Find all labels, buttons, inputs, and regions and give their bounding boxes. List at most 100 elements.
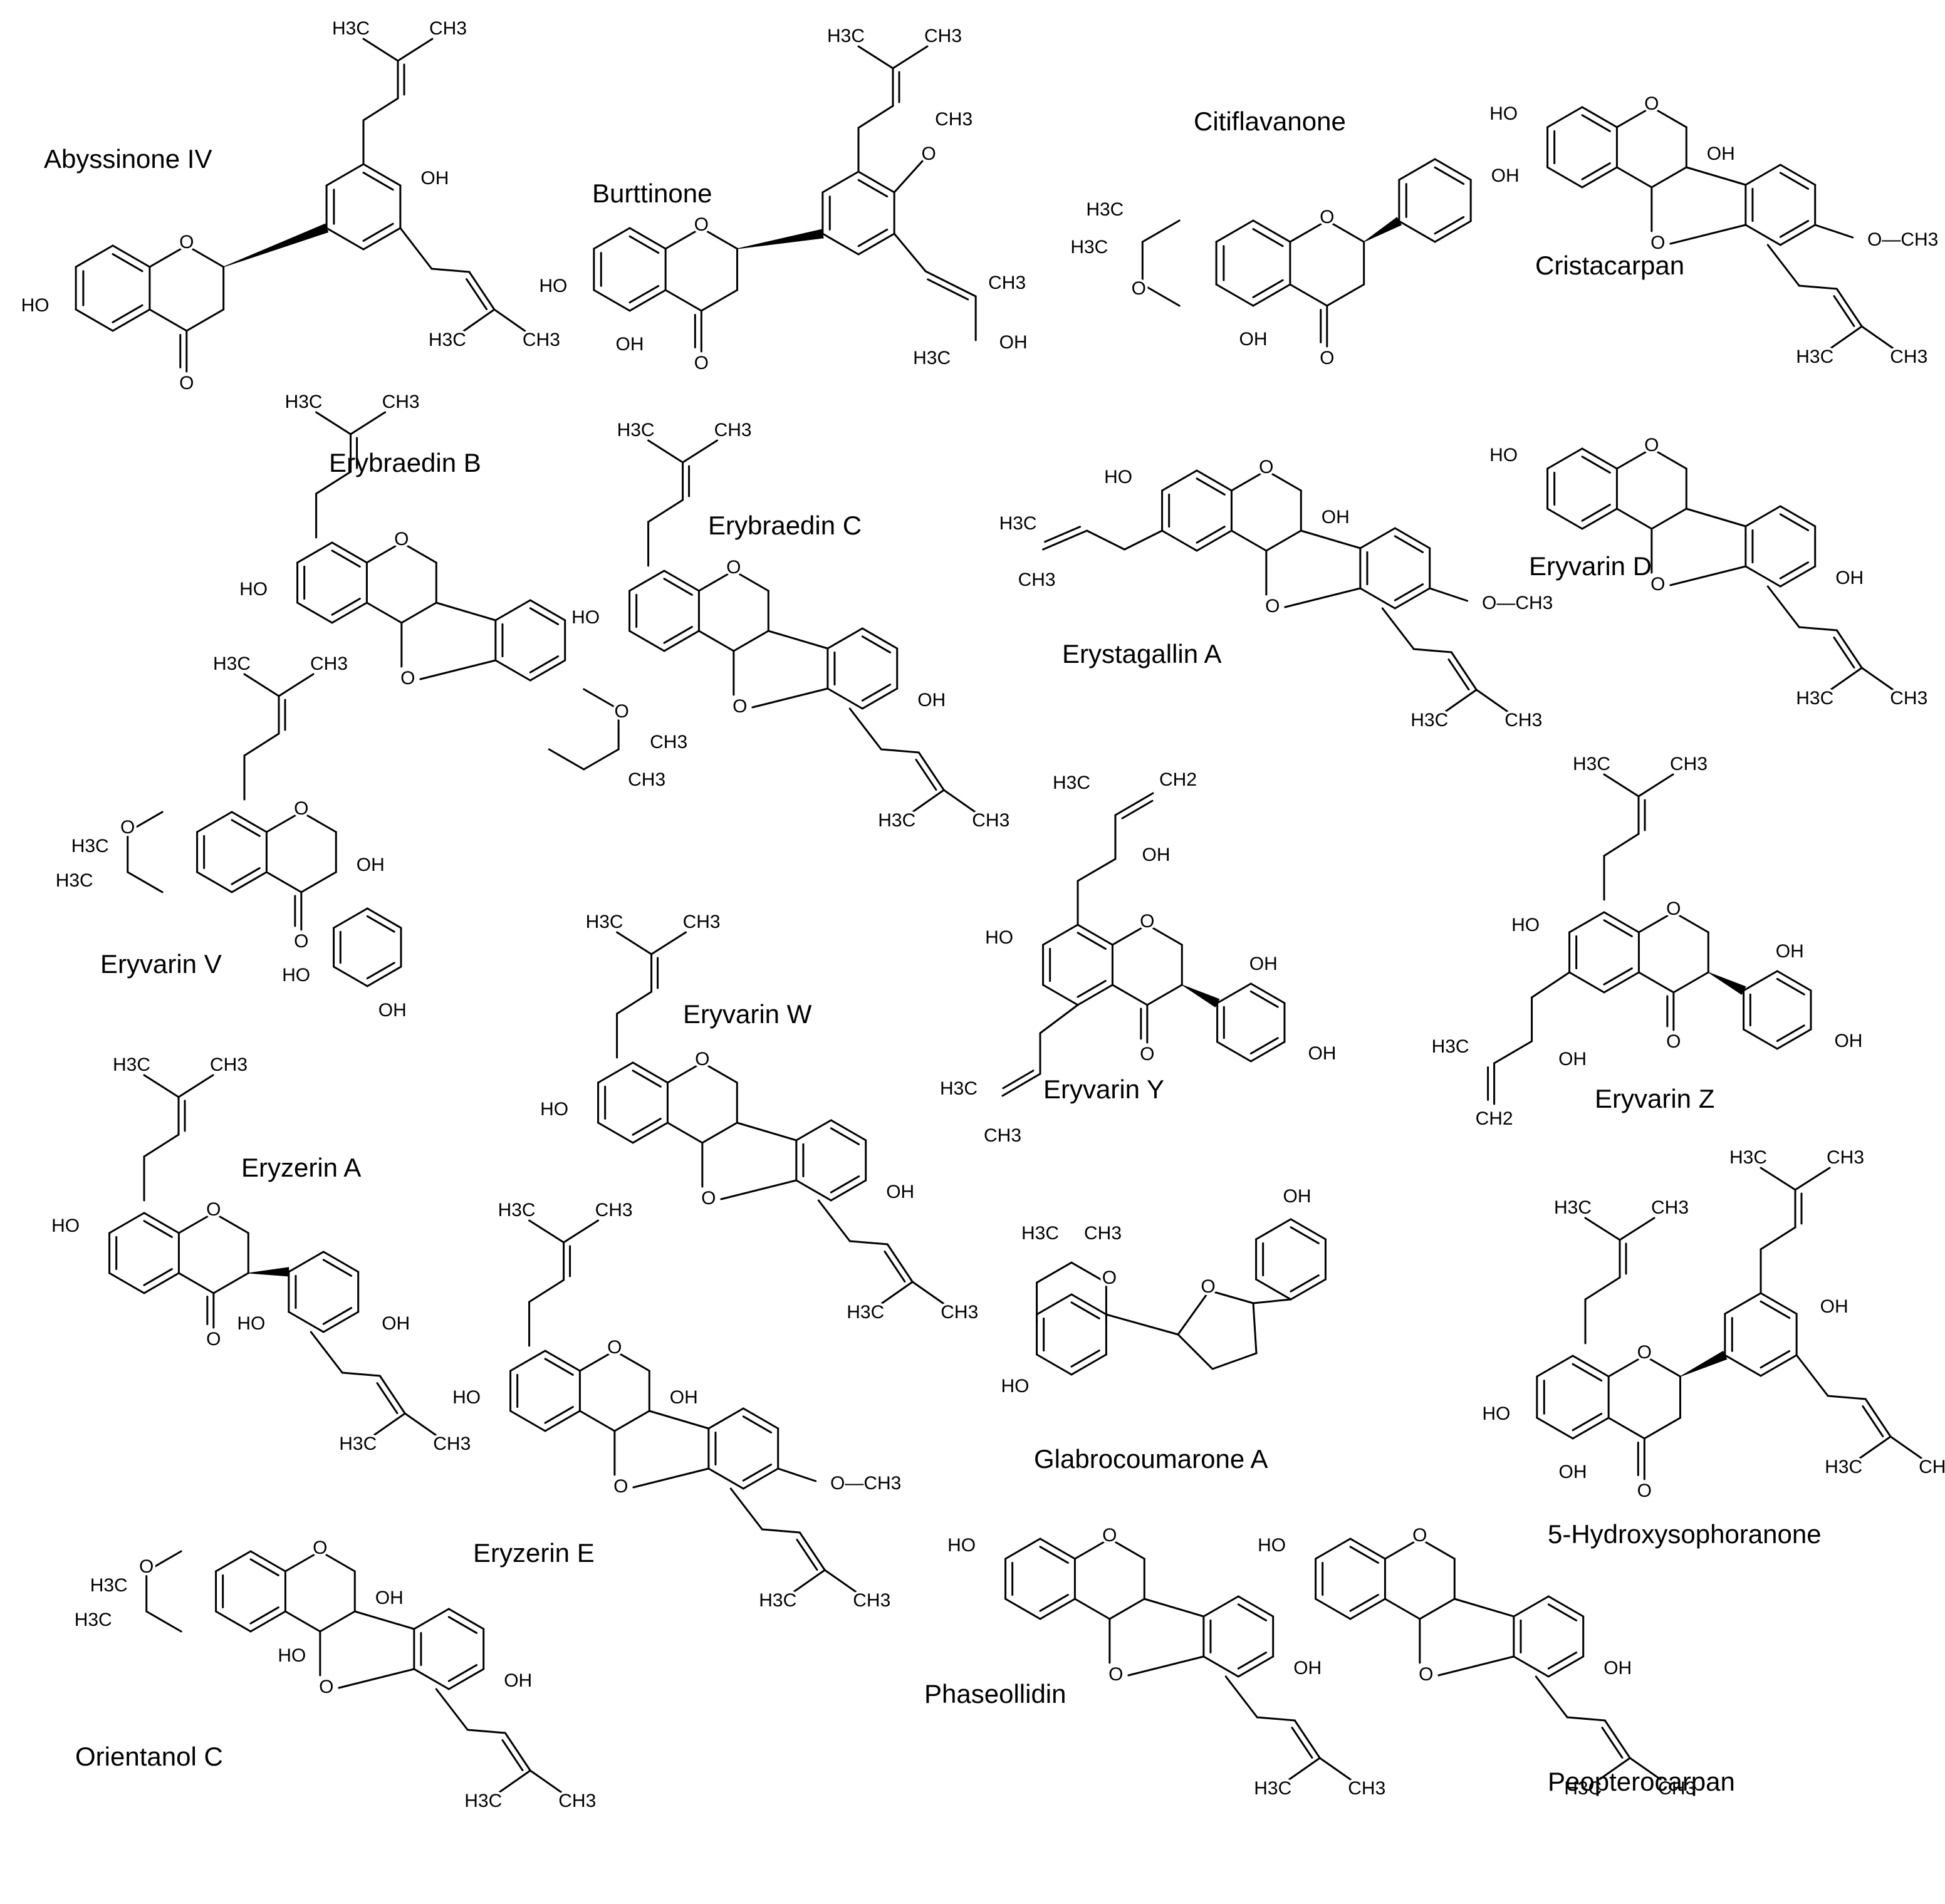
atom-label-h3c: H3C [113,1054,150,1075]
bond-line [1603,773,1640,798]
compound-name-phaseollidin: Phaseollidin [924,1679,1066,1709]
ring-bond [112,308,151,332]
atom-label-oh: OH [420,168,449,189]
ring-bond [1326,283,1365,307]
aromatic-inner-bond [1547,1603,1578,1621]
atom-label-o: O [139,1556,154,1577]
bond-line [466,1729,506,1734]
ring-bond [265,871,303,893]
double-bond-line [927,278,969,301]
ring-bond [1252,219,1291,243]
bond-line [893,160,924,194]
aromatic-inner-bond [362,222,394,242]
double-bond-line [468,271,496,311]
aromatic-inner-bond [742,1464,773,1482]
ring-bond [1077,984,1113,1006]
aromatic-inner-bond [544,1358,574,1376]
bond-line [648,1410,710,1430]
double-bond-line [1293,1719,1321,1759]
atom-label-h3c: H3C [90,1575,128,1596]
atom-label-oh: OH [1707,143,1735,164]
bond-line [1603,833,1640,857]
atom-label-ch3: CH3 [1890,688,1927,709]
double-bond-line [1862,1405,1884,1438]
ring-bond [145,1610,182,1633]
aromatic-inner-bond [1394,535,1424,553]
bond-line [1860,325,1894,350]
ring-bond [1672,971,1709,994]
aromatic-inner-bond [1196,526,1226,544]
bond-line [857,45,894,70]
ring-bond [1290,1278,1327,1301]
aromatic-inner-bond [1349,1546,1379,1564]
atom-label-h3c: H3C [464,1791,502,1811]
ring-bond [697,630,735,652]
ring-bond [1146,923,1183,946]
atom-label-o: O [1140,911,1154,932]
ring-bond [1603,971,1640,994]
atom-label-ho: HO [237,1313,265,1334]
aromatic-inner-bond [362,172,394,191]
atom-label-o: O [726,557,741,578]
bond-line [1284,587,1362,608]
bond-line [761,1528,801,1534]
atom-label-o: O [1650,232,1665,253]
bond-line [372,1412,406,1437]
atom-label-h3c: H3C [759,1590,796,1611]
ring-bond [1070,1261,1107,1284]
ring-bond [700,227,738,250]
bond-line [1584,1276,1621,1301]
atom-label-ch3: CH3 [1504,710,1542,731]
ring-bond [666,1061,704,1084]
compound-name-eryvarin-z: Eryvarin Z [1595,1084,1715,1113]
ring-bond [1255,1278,1292,1301]
compound-name-orientanol-c: Orientanol C [75,1742,223,1771]
compound-name-glabrocoumarone-a: Glabrocoumarone A [1034,1444,1268,1474]
bond-line [1795,1354,1829,1397]
ring-bond [1760,1354,1798,1377]
bond-line [350,411,387,435]
aromatic-inner-bond [1603,919,1633,937]
ring-bond [143,1212,180,1234]
ring-bond [333,907,368,929]
ring-bond [613,1350,650,1372]
ring-bond [529,659,566,682]
ring-bond [707,1467,744,1490]
ring-bond [322,1311,360,1333]
aromatic-inner-bond [1572,1412,1603,1432]
atom-label-oh: OH [670,1387,698,1408]
ring-bond [319,1610,356,1633]
ring-bond [333,965,368,987]
ring-bond [1177,1333,1214,1370]
aromatic-inner-bond [1394,583,1424,601]
ring-bond [127,811,164,833]
aromatic-inner-bond [1434,216,1465,235]
bond-line [528,1219,565,1244]
aromatic-inner-bond [1077,932,1107,950]
bond-line [823,1569,857,1593]
bond-line [720,1179,798,1200]
ring-bond [400,601,437,624]
ring-bond [1547,1595,1585,1618]
bond-line [650,931,687,955]
bond-line [563,1219,600,1244]
ring-bond [1070,1293,1107,1316]
ring-bond [366,907,402,929]
atom-label-h3c: H3C [1729,1147,1767,1168]
ring-bond [288,1251,325,1273]
atom-label-h3c: H3C [498,1200,536,1220]
atom-label-oh: OH [504,1670,532,1691]
atom-label-h3c: H3C [1573,754,1610,774]
ring-bond [365,601,403,624]
compound-name-erybraedin-c: Erybraedin C [708,511,862,540]
bond-line [1798,284,1838,290]
ring-bond [1744,164,1781,186]
ring-bond [296,541,333,564]
ring-bond [212,1212,249,1234]
ring-bond [664,289,702,312]
bond-line [399,227,433,270]
aromatic-inner-bond [1237,1652,1268,1670]
ring-bond [231,871,268,893]
atom-label-ch3: CH3 [210,1054,248,1075]
